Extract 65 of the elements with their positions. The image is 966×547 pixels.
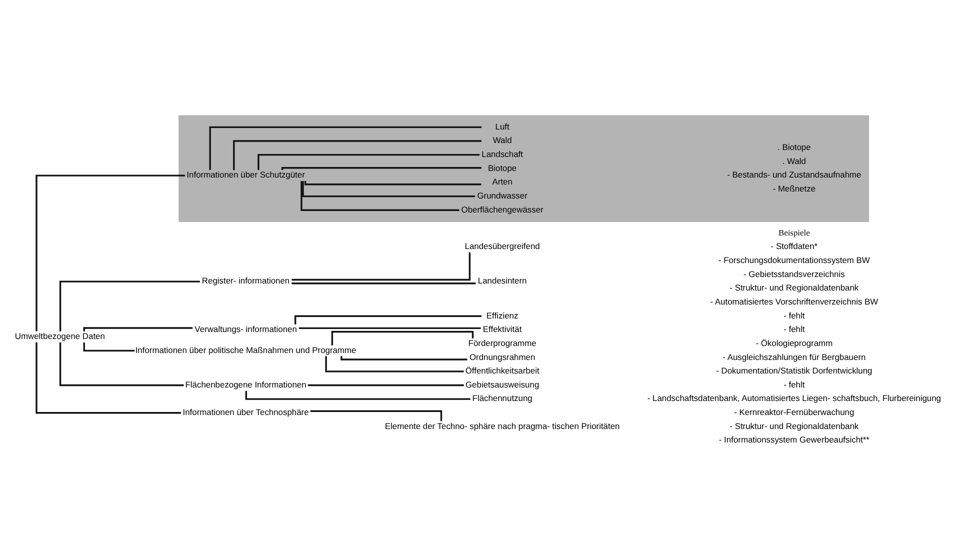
label: - fehlt: [783, 310, 804, 320]
connector: [280, 167, 481, 170]
label: - Kernreaktor-Fernüberwachung: [734, 407, 854, 418]
node-text: Informationen über Schutzgüter: [186, 170, 304, 180]
label: - Informationssystem Gewerbeaufsicht**: [718, 434, 869, 445]
node-text: Effizienz: [486, 310, 518, 320]
node-text: Förderprogramme: [468, 338, 536, 348]
connector: [302, 181, 475, 198]
connector: [58, 342, 184, 386]
node-text: Elemente der Techno- sphäre nach pragma- tischen Prioritäten: [384, 420, 620, 431]
connector: [35, 174, 184, 332]
node-text: Öffentlichkeitsarbeit: [464, 366, 539, 376]
node-text: Landschaft: [481, 148, 522, 159]
node-text: Ordnungsrahmen: [468, 352, 535, 362]
label: - Gebietsstandsverzeichnis: [743, 268, 844, 279]
node-text: Flächennutzung: [472, 393, 532, 404]
node-text: Oberflächengewässer: [460, 204, 543, 214]
node-text: Wald: [492, 135, 512, 146]
node-text: Register- informationen: [201, 276, 290, 286]
node-text: Informationen über Technosphäre: [182, 407, 308, 418]
label: - Stoffdaten*: [770, 241, 818, 252]
label: - Ausgleichszahlungen für Bergbauern: [722, 352, 866, 362]
label: - Landschaftsdatenbank, Automatisiertes Liegen- schaftsbuch, Flurbereinigung: [646, 393, 940, 404]
connector: [35, 342, 180, 414]
node-text: Arten: [492, 176, 512, 187]
label: - Meßnetze: [772, 184, 816, 194]
connector: [232, 140, 481, 170]
label: Beispiele: [778, 227, 810, 238]
label: - fehlt: [783, 379, 804, 390]
node-text: Landesübergreifend: [464, 241, 540, 252]
cluster: [178, 115, 869, 222]
label: - Struktur- und Regionaldatenbank: [729, 420, 858, 431]
label: - Dokumentation/Statistik Dorfentwicklung: [716, 366, 872, 376]
connector: [330, 330, 474, 346]
connector: [340, 356, 467, 360]
connector: [208, 126, 482, 170]
connector: [82, 327, 192, 332]
node-text: Verwaltungs- informationen: [194, 324, 296, 334]
node-text: Umweltbezogene Daten: [14, 331, 104, 342]
connector: [82, 342, 134, 352]
connector: [324, 356, 464, 372]
node-text: Informationen über politische Maßnahmen und Programme: [134, 344, 356, 355]
label: - Automatisiertes Vorschriftenverzeichnis BW: [710, 296, 878, 306]
label: . Biotope: [777, 142, 810, 152]
node-text: Landesintern: [477, 276, 526, 286]
connector: [294, 315, 482, 324]
label: - Struktur- und Regionaldatenbank: [729, 282, 858, 293]
connector: [300, 180, 459, 211]
connector: [58, 280, 200, 332]
label: - fehlt: [783, 324, 804, 334]
node-text: Luft: [494, 121, 509, 132]
connector: [291, 252, 470, 281]
node-text: Biotope: [488, 162, 516, 173]
connector: [291, 282, 476, 284]
connector: [307, 384, 464, 386]
node-text: Flächenbezogene Informationen: [184, 379, 306, 390]
label: - Bestands- und Zustandsaufnahme: [726, 170, 861, 180]
node-text: Effektivität: [482, 324, 522, 334]
node-text: Gebietsausweisung: [464, 379, 539, 390]
label: - Forschungsdokumentationssystem BW: [718, 254, 870, 265]
connector: [298, 327, 480, 329]
connector: [304, 181, 481, 186]
node-text: Grundwasser: [476, 190, 527, 200]
label: - Ökologieprogramm: [755, 338, 832, 348]
label: . Wald: [782, 156, 806, 166]
